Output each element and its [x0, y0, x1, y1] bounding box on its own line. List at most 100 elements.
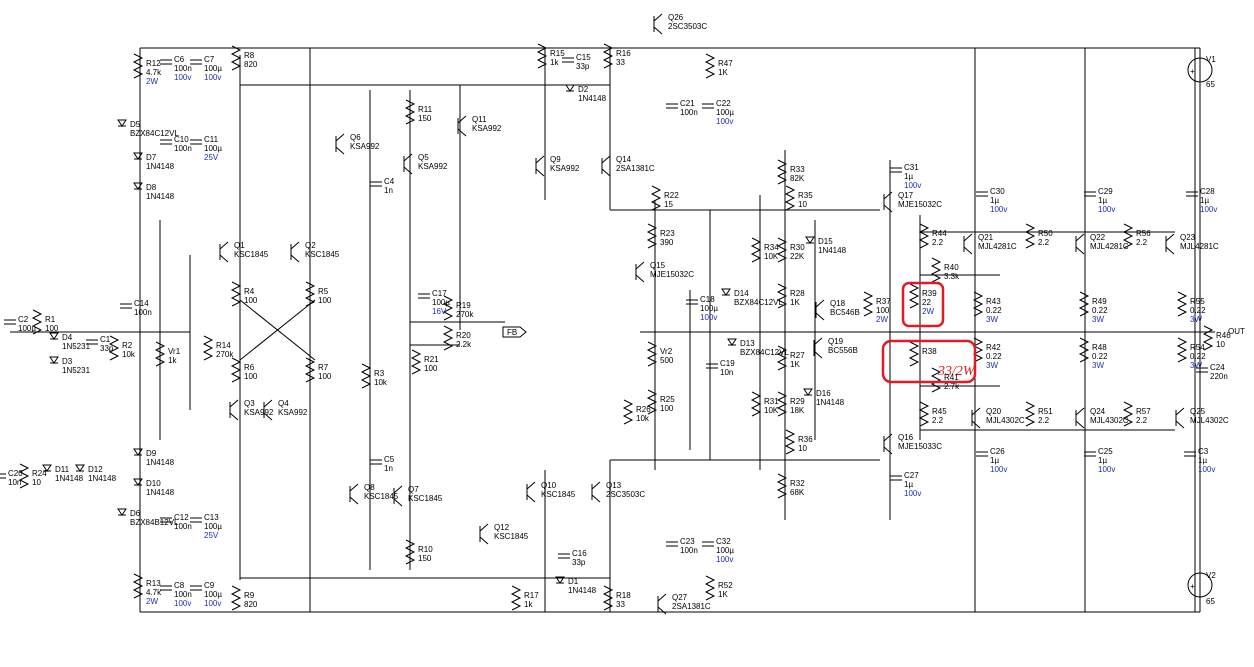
- vr1-symbol: [154, 341, 166, 367]
- r10-symbol: [404, 539, 416, 565]
- output-label: OUT: [1228, 327, 1245, 336]
- c3-value: 1µ: [1198, 456, 1207, 465]
- r50-ref: R50: [1038, 229, 1053, 238]
- r23-value: 390: [660, 238, 674, 247]
- r15-value: 1k: [550, 58, 559, 67]
- c11-value: 100µ: [204, 144, 222, 153]
- q23-ref: Q23: [1180, 233, 1196, 242]
- c29-rating: 100v: [1098, 205, 1115, 214]
- r51-value: 2.2: [1038, 416, 1050, 425]
- d1-value: 1N4148: [568, 586, 597, 595]
- q13-ref: Q13: [606, 481, 622, 490]
- q8-value: KSC1845: [364, 492, 399, 501]
- q5-value: KSA992: [418, 162, 448, 171]
- r23-symbol: [646, 223, 658, 249]
- q3-emitter: [229, 412, 239, 421]
- c31-value: 1µ: [904, 172, 913, 181]
- q13-collector: [591, 481, 601, 490]
- r12-symbol: [132, 53, 144, 79]
- c18-ref: C18: [700, 295, 715, 304]
- transistor-symbols: [42, 13, 1185, 615]
- r32-symbol: [776, 473, 788, 499]
- r34-value: 10K: [764, 252, 779, 261]
- r36-value: 10: [798, 444, 807, 453]
- d8-value: 1N4148: [146, 192, 175, 201]
- q8-collector: [349, 483, 359, 492]
- q23-collector: [1165, 233, 1175, 242]
- r56-symbol: [1122, 223, 1134, 249]
- r21-value: 100: [424, 364, 438, 373]
- q25-value: MJL4302C: [1190, 416, 1229, 425]
- r17-ref: R17: [524, 591, 539, 600]
- r23-ref: R23: [660, 229, 675, 238]
- d15-symbol: [805, 236, 815, 244]
- r55-value: 0.22: [1190, 306, 1206, 315]
- r57-symbol: [1122, 401, 1134, 427]
- q27-collector: [657, 593, 667, 602]
- c21-value: 100n: [680, 108, 698, 117]
- q21-emitter: [963, 246, 973, 255]
- capacitor-symbols: [0, 57, 1208, 591]
- d3-value: 1N5231: [62, 366, 91, 375]
- q13-emitter: [591, 494, 601, 503]
- q15-collector: [635, 261, 645, 270]
- q11-value: KSA992: [472, 124, 502, 133]
- r48-ref: R48: [1092, 343, 1107, 352]
- r43-value: 0.22: [986, 306, 1002, 315]
- c1-ref: C1: [100, 335, 111, 344]
- q12-collector: [479, 523, 489, 532]
- d9-symbol: [133, 448, 143, 456]
- d10-value: 1N4148: [146, 488, 175, 497]
- q6-emitter: [335, 146, 345, 155]
- d4-symbol: [49, 332, 59, 340]
- c17-rating: 16V: [432, 307, 447, 316]
- r28-symbol: [776, 283, 788, 309]
- r57-ref: R57: [1136, 407, 1151, 416]
- c14-value: 100n: [134, 308, 152, 317]
- r17-symbol: [510, 585, 522, 611]
- c31-rating: 100v: [904, 181, 921, 190]
- r46-ref: R46: [1216, 331, 1231, 340]
- q26-collector: [653, 13, 663, 22]
- q17-emitter: [883, 204, 893, 213]
- q2-collector: [290, 241, 300, 250]
- c28-rating: 100v: [1200, 205, 1217, 214]
- q3-value: KSA992: [244, 408, 274, 417]
- q16-ref: Q16: [898, 433, 914, 442]
- r42-rating: 3W: [986, 361, 998, 370]
- r52-ref: R52: [718, 581, 733, 590]
- r37-ref: R37: [876, 297, 891, 306]
- r25-value: 100: [660, 404, 674, 413]
- c7-value: 100µ: [204, 64, 222, 73]
- r35-symbol: [784, 185, 796, 211]
- r34-ref: R34: [764, 243, 779, 252]
- r37-rating: 2W: [876, 315, 888, 324]
- r1-value: 100: [45, 324, 59, 333]
- q7-collector: [393, 485, 403, 494]
- fb-port: FB: [502, 326, 527, 338]
- c2-ref: C2: [18, 315, 29, 324]
- q15-ref: Q15: [650, 261, 666, 270]
